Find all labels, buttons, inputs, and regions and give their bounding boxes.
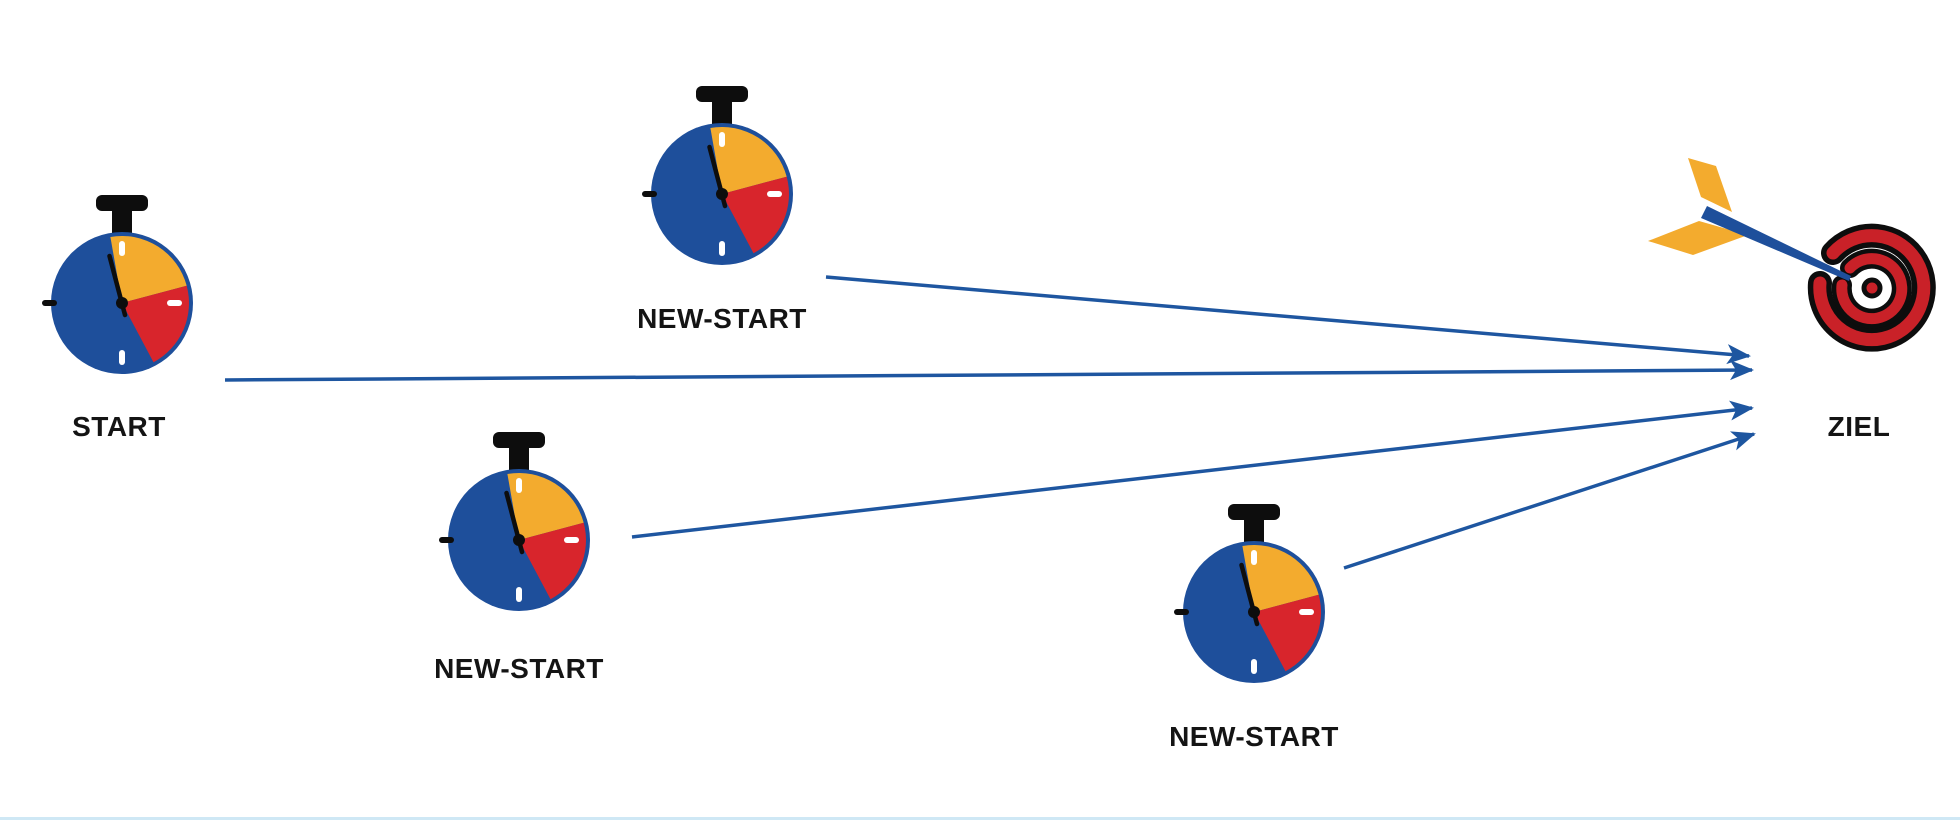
arrow-group (224, 275, 1756, 570)
label-newstart-mid: NEW-START (434, 653, 604, 684)
dart-fletching-upper (1688, 158, 1732, 212)
dart-shaft (1701, 206, 1851, 281)
target-icon (1807, 223, 1936, 352)
target-outer-ring (1813, 229, 1931, 347)
target-bullseye (1861, 277, 1883, 299)
arrow-start-to-ziel (224, 360, 1754, 382)
stopwatch-newstart-bottom-icon (1174, 504, 1325, 683)
dart-icon (1648, 158, 1851, 281)
label-newstart-top: NEW-START (637, 303, 807, 334)
dart-fletching-lower (1648, 221, 1748, 255)
stopwatch-start-icon (42, 195, 193, 374)
label-ziel: ZIEL (1828, 411, 1891, 442)
stopwatch-newstart-top-icon (642, 86, 793, 265)
label-newstart-bottom: NEW-START (1169, 721, 1339, 752)
bottom-border-line (0, 817, 1960, 820)
stopwatch-newstart-mid-icon (439, 432, 590, 611)
target-inner-ring (1836, 253, 1908, 325)
arrow-newstart-top-to-ziel (825, 275, 1751, 365)
arrow-newstart-bottom-to-ziel (1343, 431, 1756, 570)
label-start: START (72, 411, 166, 442)
arrow-newstart-mid-to-ziel (631, 400, 1754, 539)
